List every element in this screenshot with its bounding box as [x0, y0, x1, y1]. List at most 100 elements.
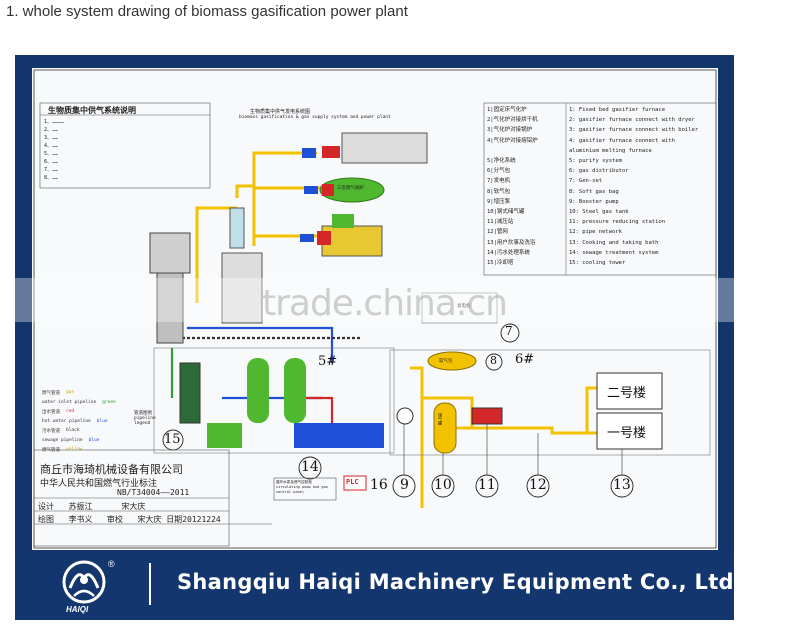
pipe-legend-row: 出水管道 red: [42, 409, 116, 415]
note-line: 7、……: [44, 167, 59, 173]
pipe-legend-en: gas: [66, 390, 75, 395]
pipe-legend: 燃气管道 gas water inlet pipeline green 出水管道 re…: [42, 390, 116, 457]
callout-8: 8: [490, 354, 497, 367]
plc-label: PLC: [346, 478, 359, 486]
legend-en-row: 14: sewage treatment system: [569, 249, 659, 256]
legend-cn-row: 10|钢式储气罐: [487, 209, 525, 216]
pipe-legend-cn: sewage pipeline: [42, 438, 83, 443]
callout-12: 12: [529, 477, 547, 493]
legend-en-row: 4: gasifier furnace connect with: [569, 137, 675, 144]
legend-cn-row: 3|气化炉对接锅炉: [487, 127, 533, 134]
pipe-legend-cn: 出水管道: [42, 410, 60, 415]
pipe-legend-en: blue: [88, 438, 100, 443]
footer-separator: [149, 563, 151, 605]
legend-en-row: 12: pipe network: [569, 229, 622, 236]
legend-en-row: 15: cooling tower: [569, 260, 626, 267]
sig-role: 审校: [106, 515, 123, 524]
building-1-label: 一号楼: [607, 426, 647, 441]
pipe-legend-en: blue: [96, 419, 108, 424]
sig-name: 宋大庆: [137, 515, 162, 524]
legend-cn-row: 11|减压站: [487, 219, 514, 226]
callout-7: 7: [505, 324, 513, 338]
callout-13: 13: [613, 477, 631, 493]
pipe-legend-en: yellow: [66, 447, 83, 452]
page-caption: 1. whole system drawing of biomass gasif…: [6, 3, 408, 20]
note-line: 6、……: [44, 159, 59, 165]
legend-en-row: 3: gasifier furnace connect with boiler: [569, 127, 699, 134]
drawing-subtitle-en: biomass gasification & gas supply system…: [239, 115, 391, 120]
footer-bar: [15, 550, 734, 620]
pipe-legend-en: black: [66, 428, 80, 433]
pipe-legend-en: green: [102, 400, 116, 405]
marker-5: 5#: [318, 354, 338, 369]
legend-en-row: 1: Fixed bed gasifier furnace: [569, 107, 666, 113]
legend-cn-row: 6|分气包: [487, 168, 511, 175]
legend-en-row: 9: Booster pump: [569, 198, 619, 205]
drawing-cn-title: 生物质集中供气系统说明: [48, 106, 136, 115]
legend-en-row: 6: gas distributor: [569, 168, 629, 175]
company-cn: 商丘市海琦机械设备有限公司: [40, 463, 183, 476]
logo-word: HAIQI: [66, 605, 89, 614]
callout-11: 11: [478, 477, 496, 493]
registered-mark: ®: [108, 559, 115, 569]
pipe-legend-row: 燃气管道 gas: [42, 390, 116, 396]
legend-en-row: 2: gasifier furnace connect with dryer: [569, 117, 695, 124]
sig-name: 20121224: [182, 515, 221, 524]
sig-name: 苏振江: [68, 502, 93, 511]
pipe-legend-row: 燃气管道 yellow: [42, 447, 116, 453]
legend-cn-row: 2|气化炉对接烘干机: [487, 117, 538, 124]
watermark-band: [0, 278, 800, 322]
note-line: 4、……: [44, 143, 59, 149]
legend-cn-row: 15|冷却塔: [487, 260, 514, 267]
sig-role: 日期: [166, 515, 183, 524]
note-line: 2、……: [44, 127, 59, 133]
callout-9: 9: [400, 477, 409, 493]
sig-row-2: 绘图 李书义 审校 宋大庆 日期20121224: [38, 514, 221, 525]
pipe-legend-cn: hot water pipeline: [42, 419, 91, 424]
legend-table-en: 1: Fixed bed gasifier furnace 2: gasifie…: [569, 105, 698, 268]
legend-en-row: 11: pressure reducing station: [569, 219, 666, 226]
legend-en-row: 8: Soft gas bag: [569, 188, 619, 195]
pipe-legend-row: sewage pipeline blue: [42, 438, 116, 443]
building-2-label: 二号楼: [607, 386, 647, 401]
note-line: 1、…………: [44, 119, 65, 125]
pipe-legend-cn: 燃气管道: [42, 391, 60, 396]
sig-role: 设计: [38, 502, 54, 511]
system-drawing: [33, 69, 717, 549]
legend-en-row: 13: Cooking and taking bath: [569, 239, 659, 246]
legend-cn-row: 13|用户炊事及洗浴: [487, 239, 536, 246]
standard-cn: 中华人民共和国燃气行业标注: [40, 479, 158, 489]
legend-cn-row: 7|发电机: [487, 178, 511, 185]
sig-role: 绘图: [38, 515, 54, 524]
legend-cn-row: [487, 146, 538, 156]
company-name: Shangqiu Haiqi Machinery Equipment Co., …: [177, 570, 743, 594]
pipe-legend-title: 管道图例 pipeline legend: [134, 411, 156, 426]
legend-table-cn: 1|固定床气化炉 2|气化炉对接烘干机 3|气化炉对接锅炉 4|气化炉对接熔铝炉…: [487, 105, 538, 268]
note-line: 8、……: [44, 175, 59, 181]
legend-cn-row: 5|净化系统: [487, 158, 516, 165]
pipe-legend-row: water inlet pipeline green: [42, 400, 116, 405]
sig-name: 宋大庆: [121, 502, 146, 511]
gas-tank-label: 储气罐: [438, 413, 443, 425]
watermark-text: trade.china.cn: [262, 283, 508, 324]
cn-notes: 1、………… 2、…… 3、…… 4、…… 5、…… 6、…… 7、…… 8、……: [44, 118, 64, 182]
legend-cn-row: 12|管网: [487, 229, 508, 236]
haiqi-logo-icon: [62, 560, 106, 604]
circ-pump-note: 循环水泵及燃气控制柜 circulating pump and gas cont…: [276, 480, 328, 494]
legend-en-row: 10: Steel gas tank: [569, 209, 629, 216]
pipe-legend-row: hot water pipeline blue: [42, 419, 116, 424]
legend-cn-row: 14|污水处理系统: [487, 249, 530, 256]
pipe-legend-en: red: [66, 409, 75, 414]
pipe-legend-cn: 燃气管道: [42, 448, 60, 453]
note-line: 5、……: [44, 151, 59, 157]
callout-10: 10: [434, 477, 452, 493]
pipe-legend-cn: water inlet pipeline: [42, 400, 97, 405]
drawing-sheet: 生物质集中供气系统说明 生物质集中供气发电系统图 biomass gasific…: [32, 68, 718, 550]
legend-cn-row: 1|固定床气化炉: [487, 107, 527, 113]
gen-label: 发电机: [457, 304, 471, 309]
standard-no: NB/T34004——2011: [117, 488, 190, 497]
callout-14: 14: [301, 459, 319, 475]
note-line: 3、……: [44, 135, 59, 141]
legend-cn-row: 4|气化炉对接熔铝炉: [487, 137, 538, 144]
